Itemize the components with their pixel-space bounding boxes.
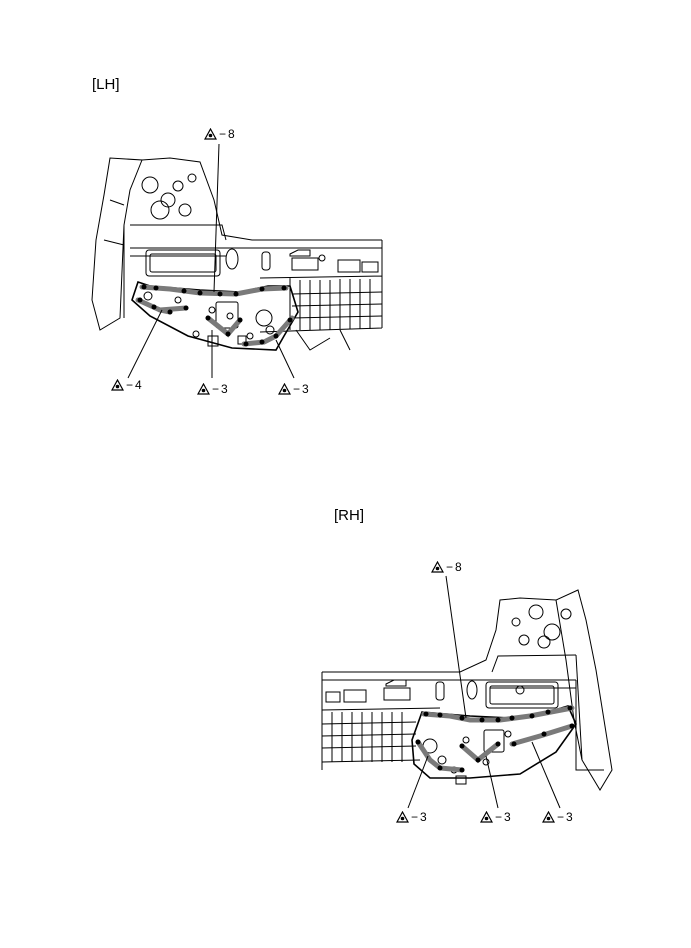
callout-value: 3 bbox=[504, 810, 511, 824]
rh-section-label: [RH] bbox=[334, 507, 364, 524]
callout-prefix: − bbox=[557, 810, 565, 824]
callout-value: 3 bbox=[302, 382, 309, 396]
lh-callout-left: − 4 bbox=[111, 378, 142, 392]
adhesive-triangle-icon bbox=[278, 383, 291, 395]
rh-callout-left: − 3 bbox=[396, 810, 427, 824]
adhesive-triangle-icon bbox=[542, 811, 555, 823]
rh-callout-right: − 3 bbox=[542, 810, 573, 824]
callout-value: 3 bbox=[420, 810, 427, 824]
callout-prefix: − bbox=[495, 810, 503, 824]
lh-callout-mid: − 3 bbox=[197, 382, 228, 396]
rh-callout-top: − 8 bbox=[431, 560, 462, 574]
callout-value: 8 bbox=[455, 560, 462, 574]
callout-prefix: − bbox=[411, 810, 419, 824]
lh-section-label: [LH] bbox=[92, 76, 120, 93]
rh-bead-dots bbox=[415, 705, 575, 773]
adhesive-triangle-icon bbox=[204, 128, 217, 140]
lh-adhesive-beads bbox=[135, 284, 295, 347]
adhesive-triangle-icon bbox=[197, 383, 210, 395]
adhesive-triangle-icon bbox=[396, 811, 409, 823]
lh-callout-right: − 3 bbox=[278, 382, 309, 396]
callout-value: 8 bbox=[228, 127, 235, 141]
lh-callout-top: − 8 bbox=[204, 127, 235, 141]
rh-callout-mid: − 3 bbox=[480, 810, 511, 824]
callout-prefix: − bbox=[126, 378, 134, 392]
callout-prefix: − bbox=[446, 560, 454, 574]
adhesive-triangle-icon bbox=[480, 811, 493, 823]
rh-illustration bbox=[321, 575, 613, 809]
callout-value: 3 bbox=[566, 810, 573, 824]
callout-value: 4 bbox=[135, 378, 142, 392]
adhesive-triangle-icon bbox=[111, 379, 124, 391]
adhesive-triangle-icon bbox=[431, 561, 444, 573]
callout-value: 3 bbox=[221, 382, 228, 396]
callout-prefix: − bbox=[219, 127, 227, 141]
lh-bead-dots bbox=[137, 284, 293, 347]
callout-prefix: − bbox=[293, 382, 301, 396]
callout-prefix: − bbox=[212, 382, 220, 396]
lh-illustration bbox=[91, 143, 383, 379]
